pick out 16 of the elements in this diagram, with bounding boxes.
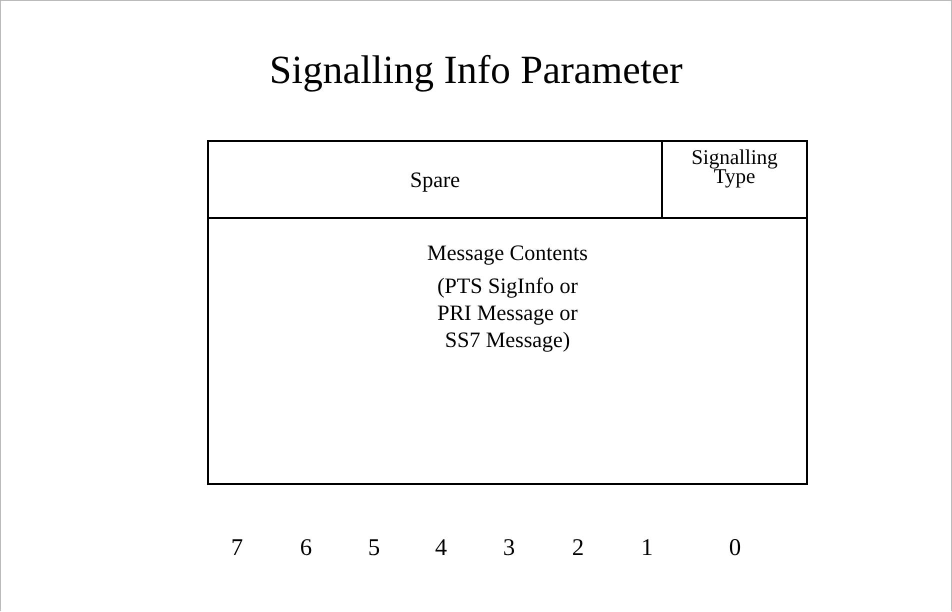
title: Signalling Info Parameter <box>268 46 684 94</box>
field-label: Message Contents <box>427 239 588 266</box>
field-box <box>207 217 808 485</box>
field-box <box>661 140 808 219</box>
bit-number: 1 <box>640 535 654 562</box>
bit-number: 2 <box>571 535 585 562</box>
field-description: (PTS SigInfo or PRI Message or SS7 Message) <box>436 272 579 353</box>
field-label: Spare <box>410 166 460 192</box>
bit-number: 4 <box>434 535 448 562</box>
bit-number: 6 <box>299 535 313 562</box>
bit-number: 7 <box>230 535 244 562</box>
bit-number: 3 <box>502 535 516 562</box>
field-label: Signalling Type <box>690 148 779 186</box>
bit-number: 5 <box>367 535 381 562</box>
field-box <box>207 140 663 219</box>
bit-number: 0 <box>728 535 742 562</box>
